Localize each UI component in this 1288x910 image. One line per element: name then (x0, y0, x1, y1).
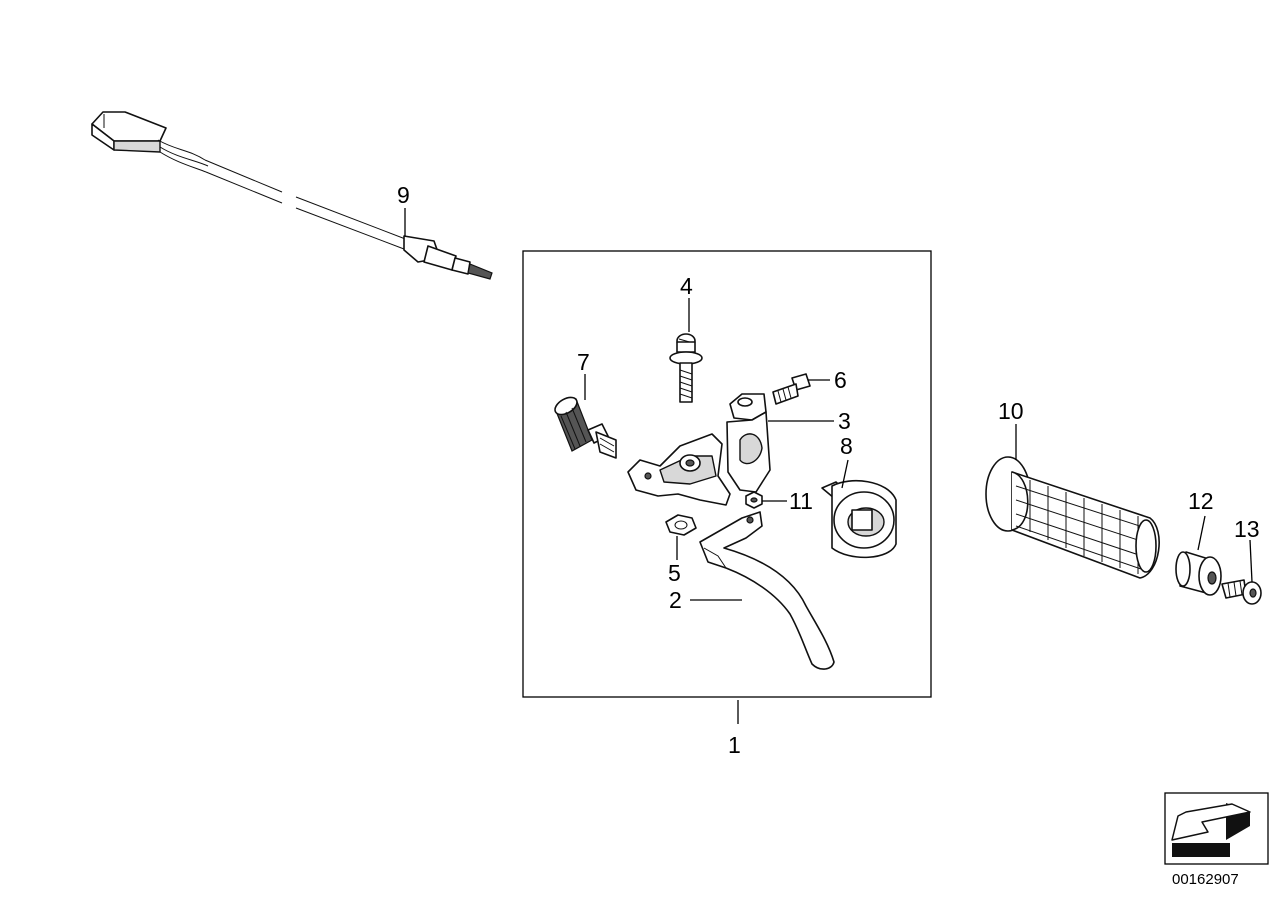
part-6-screw[interactable] (772, 373, 811, 405)
part-7-adjuster[interactable] (552, 394, 617, 459)
part-3-clamp[interactable] (726, 393, 771, 493)
part-8-sleeve[interactable] (821, 479, 897, 559)
part-10-grip[interactable] (985, 456, 1160, 579)
callout-1: 1 (728, 732, 741, 758)
callout-3: 3 (838, 408, 851, 434)
orientation-box (1164, 792, 1269, 865)
callout-10: 10 (998, 398, 1024, 424)
arrow-direction-icon (1171, 803, 1251, 857)
callout-labels: 1 2 3 4 5 6 7 8 9 10 11 12 13 (397, 182, 1260, 758)
callout-11: 11 (789, 488, 813, 514)
part-11-nut[interactable] (745, 491, 763, 509)
callout-8: 8 (840, 433, 853, 459)
lever-bracket[interactable] (627, 433, 731, 506)
leader-lines (404, 208, 1253, 724)
part-5-nut[interactable] (665, 514, 697, 536)
callout-12: 12 (1188, 488, 1214, 514)
callout-9: 9 (397, 182, 410, 208)
part-2-lever[interactable] (699, 511, 835, 670)
callout-2: 2 (669, 587, 682, 613)
callout-4: 4 (680, 273, 693, 299)
callout-6: 6 (834, 367, 847, 393)
callout-5: 5 (668, 560, 681, 586)
part-12-end-weight[interactable] (1175, 551, 1222, 596)
callout-7: 7 (577, 349, 590, 375)
part-9-cable[interactable] (91, 111, 493, 280)
callout-13: 13 (1234, 516, 1260, 542)
part-4-screw[interactable] (669, 333, 703, 403)
reference-number: 00162907 (1172, 871, 1239, 888)
part-13-screw[interactable] (1221, 579, 1262, 605)
assembly-frame (522, 250, 932, 698)
